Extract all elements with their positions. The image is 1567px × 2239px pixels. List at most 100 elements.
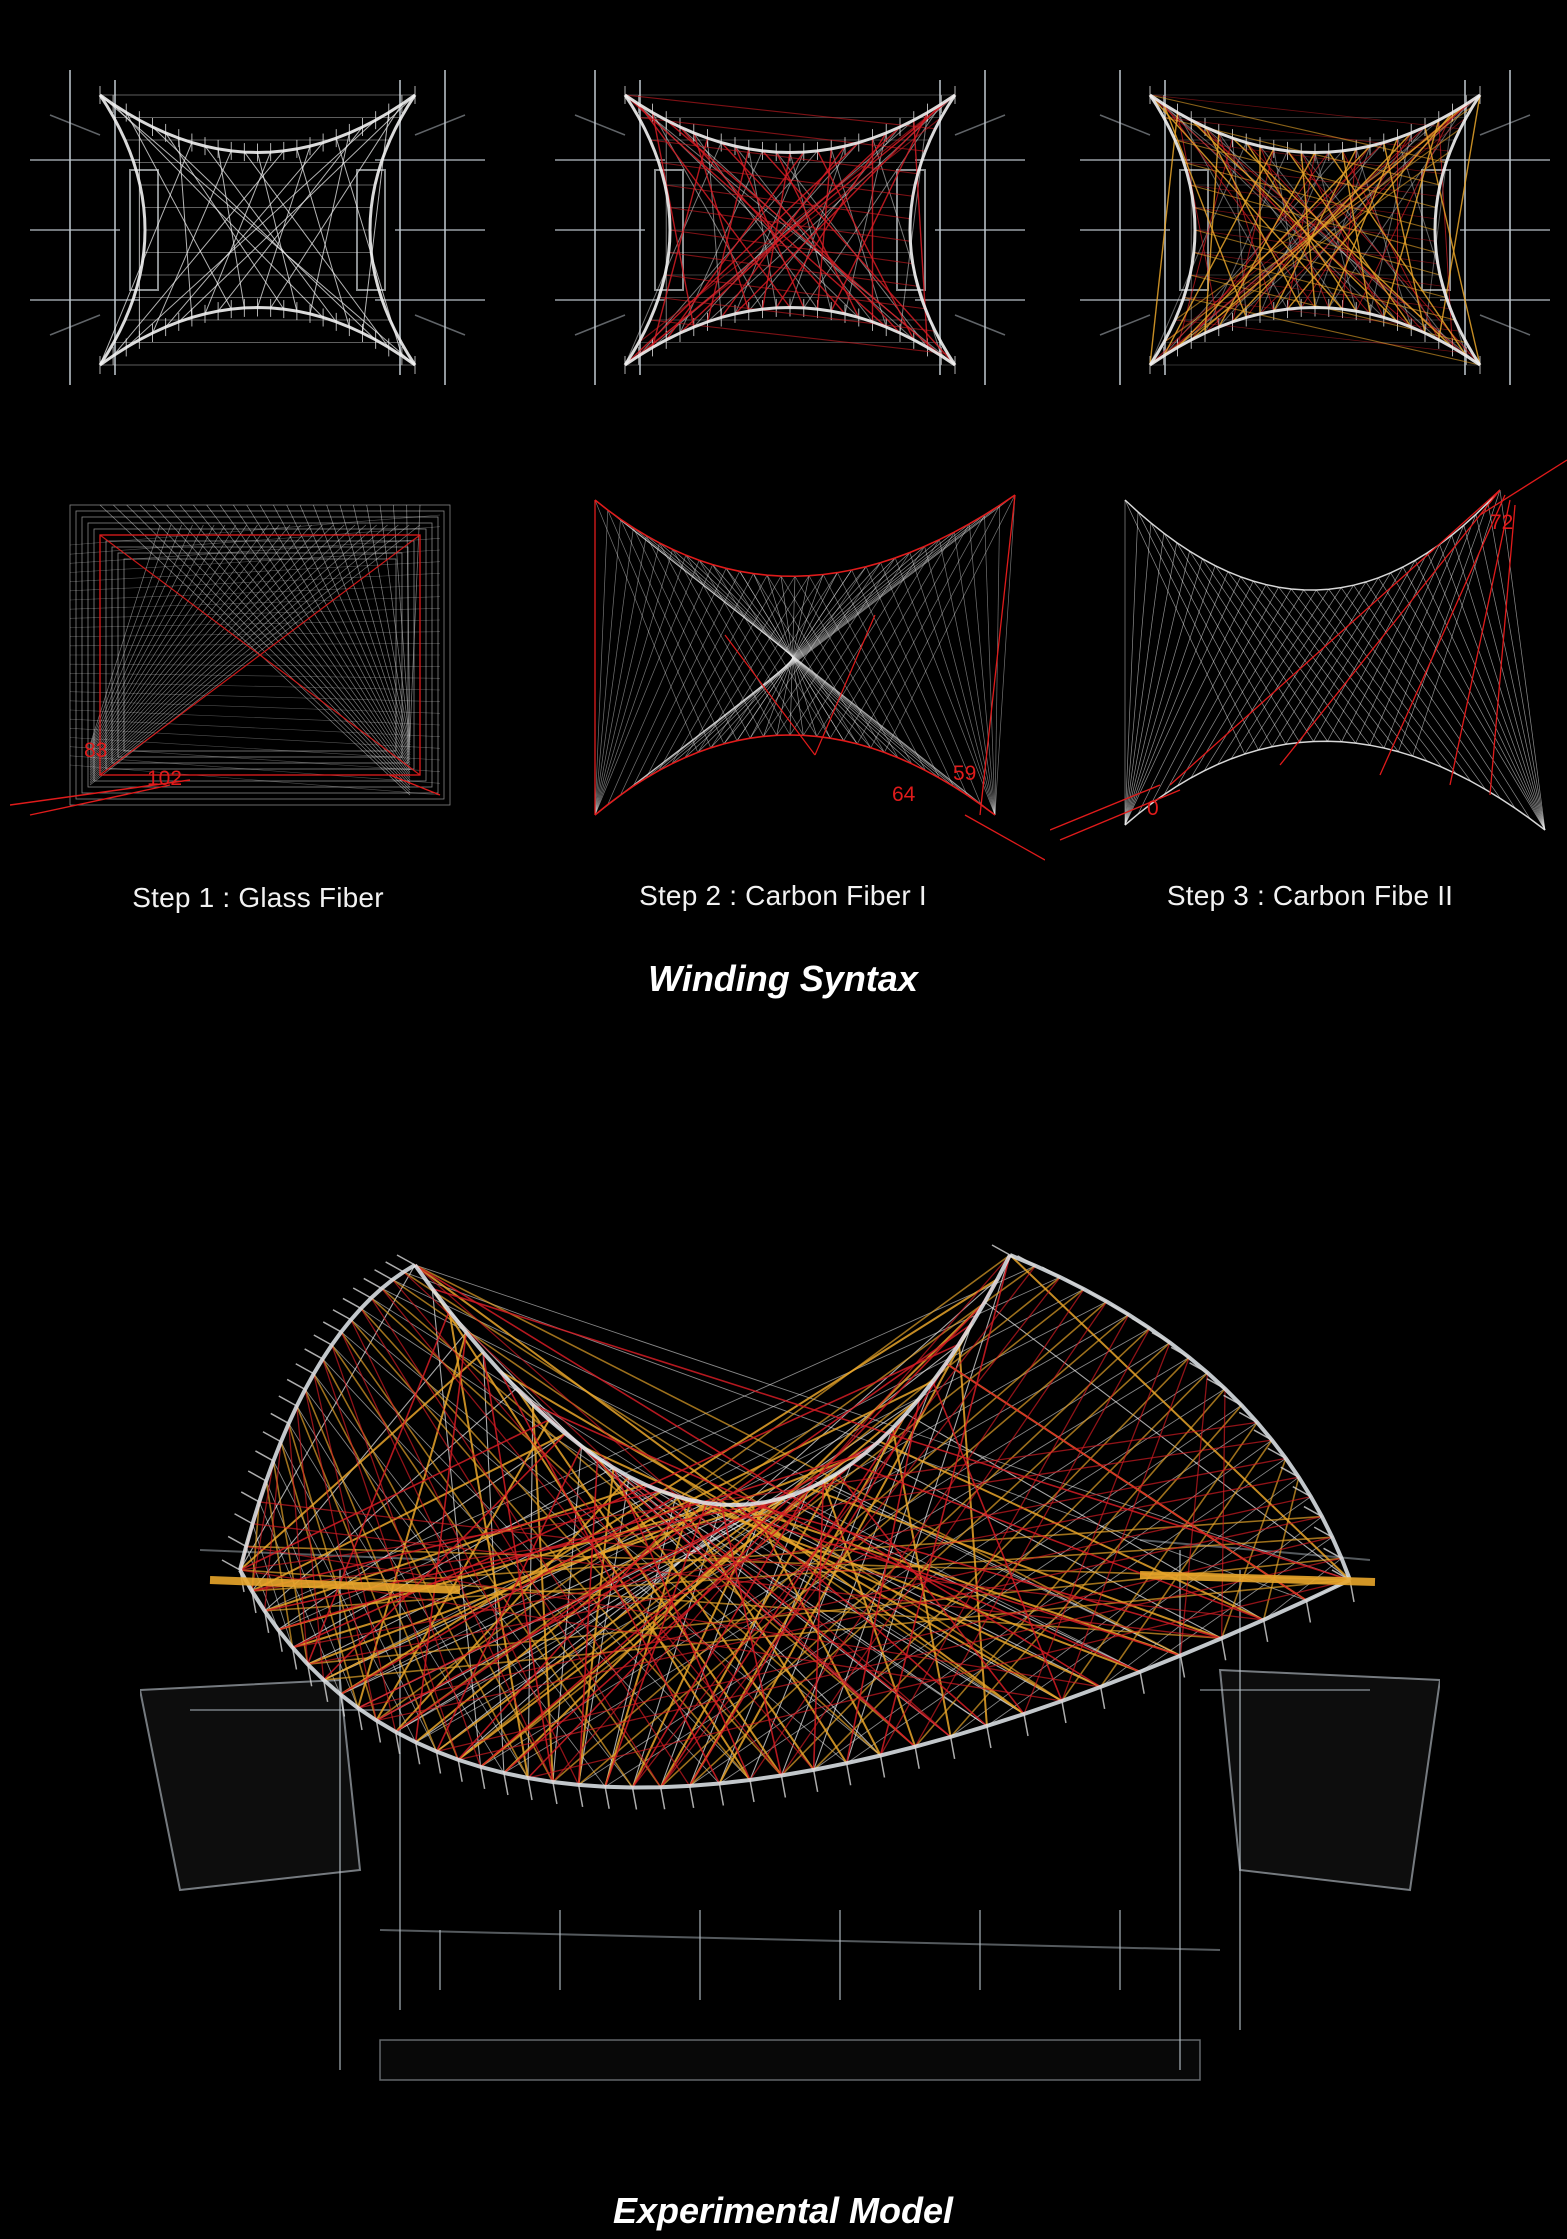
fiber-line	[1193, 251, 1456, 321]
fiber-line	[1300, 152, 1316, 308]
fiber-line	[1341, 544, 1440, 742]
fiber-line	[1137, 580, 1254, 815]
step3-number-0: 0	[1147, 797, 1159, 820]
fiber-line	[239, 1351, 484, 1571]
pin	[1305, 1600, 1312, 1623]
pin	[339, 1694, 346, 1717]
fiber-line	[1273, 148, 1357, 312]
pin	[295, 1363, 315, 1375]
winding-path	[979, 494, 1016, 816]
pin	[527, 1777, 533, 1801]
winding-guide	[87, 522, 433, 788]
fiber-line	[649, 319, 948, 355]
fiber-line	[578, 1314, 1130, 1786]
fiber-line	[660, 1490, 1141, 1673]
step1-caption: Step 1 : Glass Fiber	[132, 882, 384, 913]
fiber-line	[482, 1352, 505, 1773]
winding-path	[389, 774, 441, 796]
frame-edge	[99, 305, 416, 367]
fiber-line	[89, 524, 323, 771]
fiber-line	[1412, 489, 1501, 757]
fiber-line	[750, 1503, 882, 1756]
frame-edge	[1148, 94, 1197, 366]
fiber-line	[1163, 148, 1275, 357]
fiber-line	[734, 103, 942, 315]
fiber-line	[69, 526, 441, 555]
fiber-line	[1328, 137, 1399, 309]
pin	[1238, 1411, 1258, 1424]
fiber-line	[1009, 1254, 1351, 1581]
fiber-line	[69, 755, 441, 784]
fiber-line	[69, 608, 441, 619]
fiber-line	[69, 631, 441, 637]
fiber-line	[69, 728, 441, 749]
fiber-line	[939, 539, 996, 816]
fiber-line	[113, 504, 411, 793]
fiber-line	[458, 1557, 1342, 1761]
fiber-line	[1424, 126, 1481, 366]
acrylic-edge	[414, 114, 466, 136]
fiber-line	[246, 1545, 1101, 1688]
pin	[1189, 1362, 1208, 1374]
fiber-line	[322, 1358, 459, 1760]
fiber-line	[69, 718, 441, 737]
fiber-line	[638, 94, 956, 343]
fiber-line	[932, 1381, 1063, 1702]
pin	[1099, 1686, 1106, 1710]
frame-edge	[368, 94, 417, 366]
pin	[385, 1261, 405, 1273]
winding-path	[1169, 489, 1501, 786]
fiber-line	[357, 1495, 1311, 1709]
fiber-line	[112, 150, 285, 357]
fiber-line	[1499, 489, 1546, 831]
pin	[240, 1491, 260, 1503]
fiber-line	[1124, 533, 1165, 826]
fiber-line	[178, 94, 416, 323]
fiber-line	[273, 504, 411, 763]
fiber-line	[499, 1370, 721, 1784]
fiber-line	[392, 1279, 815, 1771]
fiber-line	[392, 504, 411, 741]
fiber-line	[1204, 126, 1440, 341]
pin	[394, 1731, 401, 1755]
fiber-line	[1245, 142, 1357, 312]
fiber-line	[736, 1504, 1101, 1688]
winding-guide	[123, 558, 397, 752]
pin	[306, 1664, 313, 1687]
fiber-line	[270, 103, 403, 309]
frame-edge	[98, 94, 147, 366]
fiber-line	[914, 1328, 1151, 1748]
step1-start-number: 83	[84, 739, 107, 762]
fiber-line	[299, 504, 411, 758]
fiber-line	[1290, 588, 1428, 762]
fiber-line	[69, 561, 441, 582]
step1-photo	[30, 55, 485, 395]
fiber-line	[1218, 132, 1343, 310]
fiber-line	[710, 574, 824, 748]
fiber-line	[89, 524, 367, 777]
fiber-line	[1240, 576, 1371, 746]
acrylic-edge	[199, 1549, 441, 1561]
fiber-line	[844, 132, 887, 315]
fiber-line	[620, 519, 725, 745]
fiber-line	[1183, 161, 1436, 231]
fiber-line	[69, 643, 441, 647]
frame-edge	[1433, 94, 1482, 366]
acrylic-edge	[379, 1929, 1221, 1951]
acrylic-base	[379, 2039, 1201, 2081]
pin	[227, 1535, 247, 1548]
pin	[577, 1784, 584, 1808]
pin	[991, 1244, 1011, 1256]
pin	[986, 1725, 992, 1749]
winding-guide	[117, 552, 403, 758]
fiber-line	[690, 1499, 1063, 1702]
fiber-line	[89, 524, 237, 757]
winding-path	[10, 779, 191, 806]
fiber-line	[304, 1389, 459, 1761]
fiber-line	[326, 504, 411, 753]
winding-guide	[93, 528, 427, 782]
step1-end-number: 102	[147, 767, 182, 790]
fiber-line	[1365, 581, 1516, 809]
fiber-line	[251, 1490, 661, 1592]
pin	[780, 1775, 787, 1798]
